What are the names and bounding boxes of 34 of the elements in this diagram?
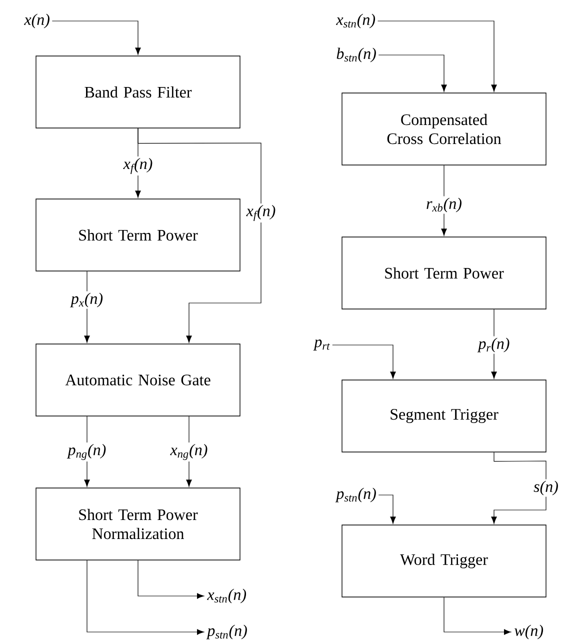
arrow: [52, 20, 141, 55]
process-box: Automatic Noise Gate: [36, 344, 240, 416]
signal-label: p$_{stn}$(n): [206, 624, 247, 640]
process-box: Compensated Cross Correlation: [342, 92, 546, 166]
process-box: Short Term Power: [342, 236, 546, 310]
arrow: [138, 560, 204, 599]
arrow: [377, 20, 497, 92]
edge-label: x$_{f}$(n): [244, 203, 278, 223]
edge-label: x$_{ng}$(n): [168, 442, 210, 462]
signal-label: w(n): [514, 624, 544, 640]
edge-label: p$_{ng}$(n): [66, 442, 108, 462]
edge-label: x$_{f}$(n): [122, 156, 154, 176]
process-box: Word Trigger: [342, 524, 546, 598]
edge-label: r$_{xb}$(n): [424, 196, 464, 214]
process-box: Band Pass Filter: [36, 56, 240, 128]
edge-label: p$_{x}$(n): [69, 291, 105, 309]
signal-label: p$_{stn}$(n): [335, 488, 376, 502]
signal-label: x$_{stn}$(n): [207, 588, 246, 604]
signal-label: b$_{stn}$(n): [336, 48, 376, 62]
edge-label: p$_{r}$(n): [476, 336, 512, 354]
edge-label: s(n): [532, 479, 560, 497]
signal-label: p$_{rt}$: [313, 340, 330, 350]
arrow: [491, 452, 546, 524]
process-box: Segment Trigger: [342, 380, 546, 452]
signal-label: x$_{stn}$(n): [336, 14, 376, 28]
arrow: [378, 54, 447, 92]
signal-label: x(n): [24, 14, 50, 28]
arrow: [138, 128, 262, 343]
arrow: [332, 344, 396, 379]
arrow: [86, 560, 204, 635]
process-box: Short Term Power Normalization: [36, 488, 240, 560]
process-box: Short Term Power: [36, 198, 240, 272]
arrow: [378, 494, 396, 524]
arrow: [444, 597, 512, 635]
